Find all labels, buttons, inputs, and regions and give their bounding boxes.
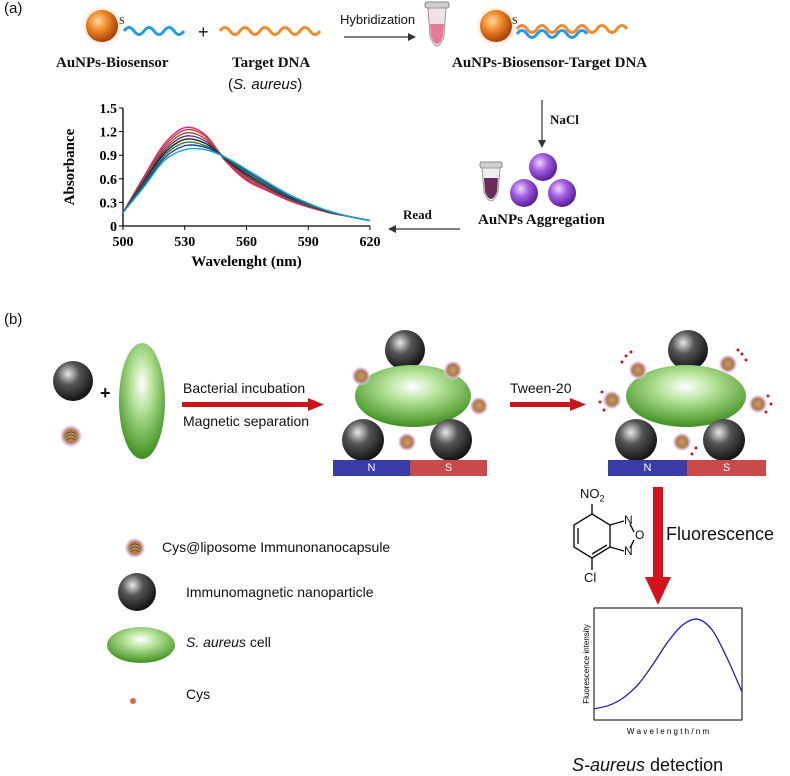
y-tick-label: 0	[110, 220, 117, 235]
immunonanocapsule-icon	[59, 424, 83, 448]
y-axis-label: Absorbance	[62, 128, 78, 205]
complex-label: AuNPs-Biosensor-Target DNA	[452, 55, 648, 71]
legend-immunonanocapsule-icon	[124, 537, 146, 559]
absorbance-series-2	[122, 131, 371, 222]
legend-cys-icon	[130, 698, 136, 704]
nbd-cl-structure-icon	[573, 504, 635, 570]
target-dna-strand-icon	[218, 26, 322, 36]
absorbance-series-1	[122, 128, 371, 222]
legend-immunonanocapsule-label: Cys@liposome Immunonanocapsule	[162, 539, 391, 555]
y-tick-label: 0.3	[100, 196, 118, 211]
y-tick-label: 1.5	[100, 102, 118, 117]
nbd-no2-label: NO2	[580, 486, 605, 504]
x-tick-label: 590	[298, 235, 319, 250]
tween-arrow	[510, 398, 586, 411]
detection-label: S-aureus detection	[572, 755, 724, 775]
y-tick-label: 0.9	[100, 149, 118, 164]
thiol-label: S	[119, 16, 125, 27]
hybridization-label: Hybridization	[340, 12, 416, 27]
x-tick-label: 560	[236, 235, 257, 250]
hybridization-arrow	[344, 33, 416, 41]
gold-nanoparticle-complex-icon	[474, 4, 518, 48]
magnet-s-pole: S	[687, 460, 766, 476]
plus-sign-b: +	[100, 383, 111, 403]
nbd-o: O	[635, 528, 645, 542]
read-arrow	[388, 225, 460, 233]
magnet-right: N S	[608, 460, 766, 476]
gold-nanoparticle-icon	[80, 4, 124, 48]
x-axis-label: Wavelenght (nm)	[191, 254, 301, 270]
absorbance-chart: 0 0.3 0.6 0.9 1.2 1.5 500 530 560 590 620Wavelengh…	[62, 102, 381, 270]
fluorescence-series	[593, 618, 743, 710]
read-label: Read	[403, 207, 432, 222]
hybridized-dna-icon	[515, 24, 629, 39]
magnet-n-pole: N	[333, 460, 410, 476]
panel-a-label: (a)	[4, 0, 23, 17]
legend-magnetic-nanoparticle-icon	[118, 573, 156, 611]
tube-icon	[424, 1, 450, 47]
panel-b-label: (b)	[4, 311, 23, 328]
magnet-left: N S	[333, 460, 487, 476]
magnetic-nanoparticle-icon	[53, 361, 93, 401]
aggregated-nanoparticles-icon	[510, 153, 576, 207]
s-aureus-cell-icon	[119, 343, 165, 459]
captured-complex-released	[598, 330, 773, 461]
fluorescence-chart: W a v e l e n g t h / n m Fluorescence in…	[582, 607, 743, 736]
nbd-n-top: N	[624, 513, 633, 527]
nacl-label: NaCl	[550, 112, 579, 127]
thiol-label-complex: S	[512, 16, 518, 27]
captured-complex-left	[342, 330, 489, 461]
biosensor-label: AuNPs-Biosensor	[56, 55, 169, 71]
nbd-cl-label: Cl	[584, 570, 597, 585]
tube-aggregated-icon	[479, 161, 503, 202]
absorbance-series-4	[122, 138, 371, 222]
plus-sign: +	[198, 22, 209, 42]
fluorescence-label: Fluorescence	[666, 524, 775, 544]
legend-magnetic-nanoparticle-label: Immunomagnetic nanoparticle	[186, 584, 374, 600]
absorbance-series-7	[122, 147, 371, 222]
tween-label: Tween-20	[510, 380, 572, 396]
species-label: (S. aureus)	[228, 76, 303, 93]
magnet-s-pole: S	[410, 460, 487, 476]
y-tick-label: 1.2	[100, 126, 118, 141]
nbd-n-bottom: N	[624, 544, 633, 558]
x-tick-label: 530	[174, 235, 195, 250]
nacl-arrow	[538, 100, 546, 148]
x-tick-label: 620	[360, 235, 381, 250]
legend-cell-label: S. aureus cell	[186, 634, 271, 650]
y-tick-label: 0.6	[100, 173, 118, 188]
x-tick-label: 500	[113, 235, 134, 250]
legend-cell-icon	[107, 627, 175, 663]
separation-label: Magnetic separation	[183, 413, 310, 429]
incubation-arrow	[182, 398, 324, 411]
fluorescence-y-label: Fluorescence intensity	[582, 624, 591, 704]
legend-cys-label: Cys	[186, 686, 211, 702]
target-dna-label: Target DNA	[232, 55, 311, 71]
aggregation-label: AuNPs Aggregation	[478, 212, 605, 228]
incubation-label: Bacterial incubation	[183, 380, 306, 396]
fluorescence-x-label: W a v e l e n g t h / n m	[627, 727, 710, 736]
fluorescence-arrow	[645, 487, 671, 605]
fluorescence-frame	[593, 607, 743, 721]
magnet-n-pole: N	[608, 460, 687, 476]
probe-dna-strand-icon	[122, 26, 186, 36]
